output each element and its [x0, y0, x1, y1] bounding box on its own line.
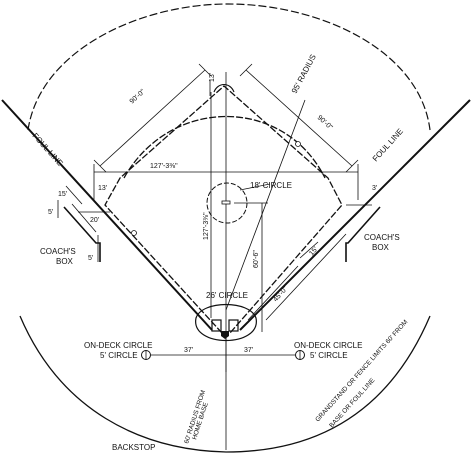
coachs-box-right-label: COACH'S: [364, 233, 400, 242]
radius-95-line: [225, 99, 306, 311]
dim-60-6-label: 60'-6": [253, 250, 260, 268]
circle-18-label: 18' CIRCLE: [250, 181, 292, 190]
dim-13-top-label: 13': [209, 73, 216, 82]
dim-127-vertical-label: 127'-3⅜": [203, 212, 210, 240]
dim-20-line: [71, 203, 97, 233]
dim-37-left-label: 37': [184, 347, 193, 354]
infield-grass-arc: [123, 115, 326, 179]
dim-90-right-ext: [239, 63, 253, 77]
dim-15-right-line: [299, 241, 319, 259]
infield-diamond: [104, 85, 343, 334]
on-deck-right-label-2: 5' CIRCLE: [310, 351, 348, 360]
dim-90-left-line: [99, 69, 206, 167]
dim-90-left-ext: [93, 159, 107, 173]
foul-line-right-label: FOUL LINE: [371, 127, 405, 164]
batters-box-left: [211, 319, 222, 332]
box-right-label: BOX: [372, 243, 390, 252]
second-base-bump: [213, 83, 235, 93]
dim-3-right-label: 3': [372, 185, 377, 192]
box-left-label: BOX: [56, 257, 74, 266]
right-foul-line: [239, 99, 471, 331]
radius-95-label: 95' RADIUS: [290, 53, 318, 95]
third-base-marker: [131, 230, 137, 236]
home-plate-circle: [195, 303, 257, 342]
dim-13-left-label: 13': [98, 185, 107, 192]
dim-15-line: [65, 185, 83, 205]
circle-18-leader: [239, 183, 271, 191]
circle-26-label: 26' CIRCLE: [206, 291, 248, 300]
dim-127-horizontal-label: 127'-3⅜": [150, 163, 178, 170]
dim-45-line: [247, 265, 299, 321]
dim-5-top-label: 5': [48, 209, 53, 216]
first-base-marker: [295, 141, 301, 147]
backstop-arc: [19, 315, 431, 453]
coachs-box-left-outline: [63, 206, 101, 262]
dim-15-label: 15': [58, 191, 67, 198]
on-deck-right-label-1: ON-DECK CIRCLE: [294, 341, 362, 350]
on-deck-left-label-1: ON-DECK CIRCLE: [84, 341, 152, 350]
coachs-box-right-outline: [345, 206, 381, 262]
pitchers-plate: [221, 200, 231, 205]
on-deck-left-label-2: 5' CIRCLE: [100, 351, 138, 360]
foul-line-left-label: FOUL LINE: [31, 131, 65, 168]
dim-90-right-line: [245, 69, 353, 167]
right-runner-lane: [265, 233, 347, 321]
coachs-box-left-label: COACH'S: [40, 247, 76, 256]
dim-5-bottom-label: 5': [88, 255, 93, 262]
outfield-arc: [27, 3, 431, 131]
grandstand-label-1: GRANDSTAND OR FENCE LIMITS 60' FROM: [314, 319, 409, 424]
dim-90-right-ext2: [345, 159, 359, 173]
left-foul-line: [1, 99, 213, 331]
backstop-label: BACKSTOP: [112, 443, 155, 452]
dim-90-left-ext2: [198, 63, 212, 77]
batters-box-right: [228, 319, 239, 332]
dim-37-right-label: 37': [244, 347, 253, 354]
home-plate: [221, 331, 229, 339]
dim-15-right-label: 15': [308, 246, 319, 257]
dim-20-label: 20': [90, 217, 99, 224]
dim-90-right-label: 90'-0": [316, 114, 334, 131]
dim-90-left-label: 90'-0": [129, 88, 147, 105]
